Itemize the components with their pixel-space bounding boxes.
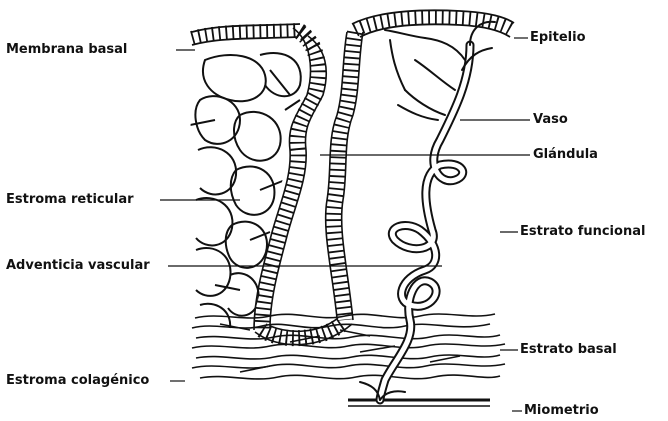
label-estrato-basal: Estrato basal (520, 342, 617, 358)
label-estroma-colagenico: Estroma colagénico (6, 373, 149, 389)
label-epitelio: Epitelio (530, 30, 586, 46)
epitelio-superficie-derecha (352, 10, 514, 37)
label-miometrio: Miometrio (524, 403, 599, 419)
estroma-colagenico-fibers (192, 314, 505, 379)
vaso-espiral (360, 22, 495, 400)
label-vaso: Vaso (533, 112, 568, 128)
epitelio-superficie-izquierda (192, 24, 315, 48)
label-estroma-reticular: Estroma reticular (6, 192, 134, 208)
label-membrana-basal: Membrana basal (6, 42, 127, 58)
miometrio-lines (348, 400, 490, 406)
label-adventicia-vascular: Adventicia vascular (6, 258, 150, 274)
label-glandula: Glándula (533, 147, 598, 163)
label-estrato-funcional: Estrato funcional (520, 224, 645, 240)
